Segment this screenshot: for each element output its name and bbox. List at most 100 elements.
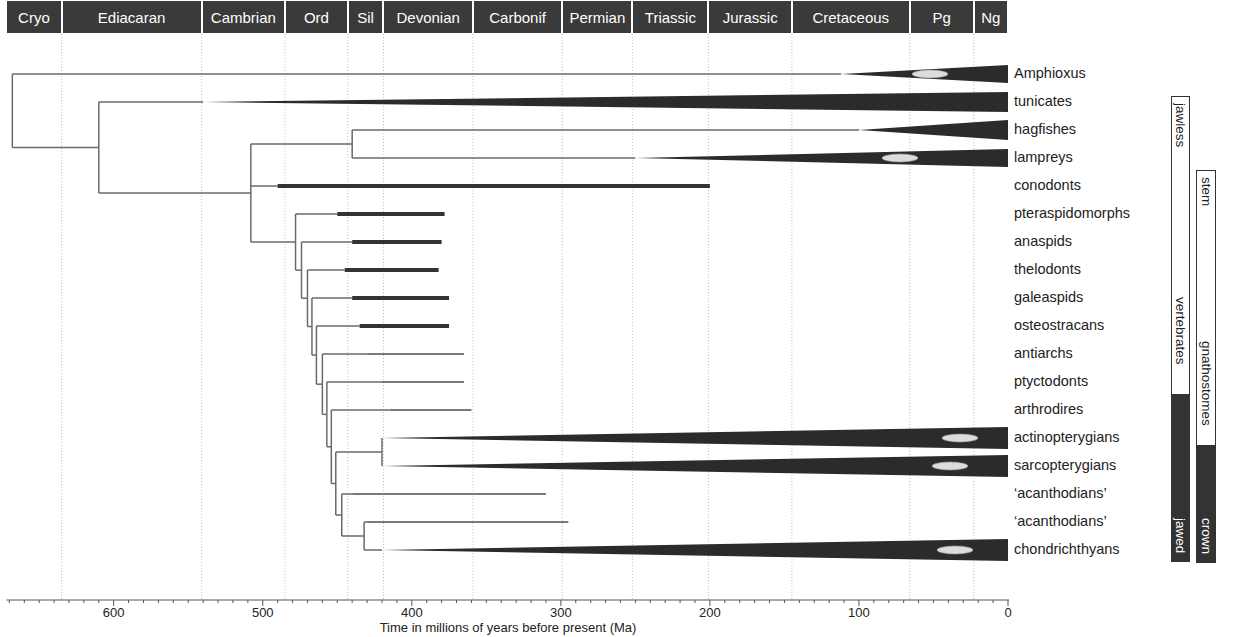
taxon-label: tunicates (1014, 93, 1072, 110)
taxon-label: conodonts (1014, 177, 1081, 194)
period-boundary (472, 34, 473, 600)
animal-silhouette (942, 434, 978, 442)
axis-tick (173, 600, 174, 603)
axis-tick (188, 600, 189, 603)
animal-silhouette (882, 154, 918, 162)
period-cell: Cambrian (203, 1, 284, 33)
branch-line (352, 129, 859, 131)
branch-line (322, 354, 324, 414)
branch-line (331, 410, 333, 484)
period-cell: Pg (911, 1, 973, 33)
fossil-range-bar (345, 268, 439, 272)
period-name: Cambrian (211, 9, 276, 26)
taxon-label: sarcopterygians (1014, 457, 1116, 474)
period-boundary (973, 34, 974, 600)
period-boundary (909, 34, 910, 600)
group-label: crown (1199, 518, 1213, 554)
axis-tick (292, 600, 293, 603)
period-cell: Carbonif (474, 1, 561, 33)
axis-tick (575, 600, 576, 603)
axis-tick (829, 600, 830, 603)
axis-tick (620, 600, 621, 603)
axis-tick (665, 600, 666, 603)
axis-tick (888, 600, 889, 603)
taxon-label: arthrodires (1014, 401, 1083, 418)
period-boundary (285, 34, 286, 600)
branch-line (336, 451, 382, 453)
axis-tick (873, 600, 874, 603)
period-name: Devonian (396, 9, 459, 26)
axis-tick (486, 600, 487, 603)
taxon-label: ‘acanthodians’ (1014, 513, 1107, 530)
axis-tick (39, 600, 40, 603)
branch-line (98, 102, 100, 193)
axis-tick (545, 600, 546, 603)
branch-line (302, 241, 353, 243)
period-boundary (347, 34, 348, 600)
axis-tick (635, 600, 636, 603)
axis-tick (396, 600, 397, 603)
group-label: gnathostomes (1199, 341, 1213, 426)
period-cell: Cretaceous (793, 1, 909, 33)
axis-tick (933, 600, 934, 603)
period-boundary (632, 34, 633, 600)
axis-tick (98, 600, 99, 603)
fossil-range-bar (352, 296, 449, 300)
axis-tick (381, 600, 382, 603)
animal-silhouette (912, 70, 948, 78)
period-name: Cryo (18, 9, 50, 26)
axis-tick (918, 600, 919, 603)
axis-tick (54, 600, 55, 603)
branch-line (295, 214, 297, 270)
branch-line (335, 452, 337, 515)
tick-label: 400 (401, 605, 423, 621)
period-name: Cretaceous (812, 9, 889, 26)
group-label: jawed (1174, 518, 1188, 553)
fossil-range-bar (367, 353, 464, 355)
branch-line (99, 192, 251, 194)
group-label: stem (1199, 177, 1213, 206)
branch-line (322, 353, 367, 355)
branch-line (307, 270, 309, 327)
branch-line (326, 382, 328, 447)
period-name: Ediacaran (98, 9, 166, 26)
branch-line (351, 130, 353, 158)
group-label: vertebrates (1174, 297, 1188, 365)
group-label: jawless (1174, 103, 1188, 147)
branch-line (381, 438, 383, 466)
period-name: Ord (304, 9, 329, 26)
branch-line (316, 326, 318, 384)
branch-line (302, 298, 308, 300)
axis-tick (83, 600, 84, 603)
axis-tick (143, 600, 144, 603)
branch-line (364, 521, 367, 523)
period-boundary (201, 34, 202, 600)
branch-line (251, 185, 278, 187)
axis-tick (948, 600, 949, 603)
axis-tick (724, 600, 725, 603)
axis-tick (680, 600, 681, 603)
animal-silhouette (937, 546, 973, 554)
axis-tick (993, 600, 994, 603)
gnathostome-bracket: stem gnathostomes crown (1196, 170, 1216, 563)
branch-line (331, 409, 389, 411)
period-name: Carbonif (489, 9, 546, 26)
axis-tick (337, 600, 338, 603)
fossil-range-bar (352, 493, 546, 495)
branch-line (312, 297, 352, 299)
branch-line (307, 269, 344, 271)
fossil-range-bar (360, 324, 449, 328)
lineage-wedge (841, 65, 1008, 83)
axis-tick (531, 600, 532, 603)
branch-line (296, 269, 302, 271)
taxon-label: ‘acanthodians’ (1014, 485, 1107, 502)
branch-line (327, 381, 382, 383)
period-cell: Permian (563, 1, 631, 33)
axis-tick (456, 600, 457, 603)
tick-label: 600 (103, 605, 125, 621)
branch-line (12, 73, 841, 75)
fossil-range-bar (367, 521, 568, 523)
tick-label: 0 (1004, 605, 1011, 621)
axis-tick (367, 600, 368, 603)
